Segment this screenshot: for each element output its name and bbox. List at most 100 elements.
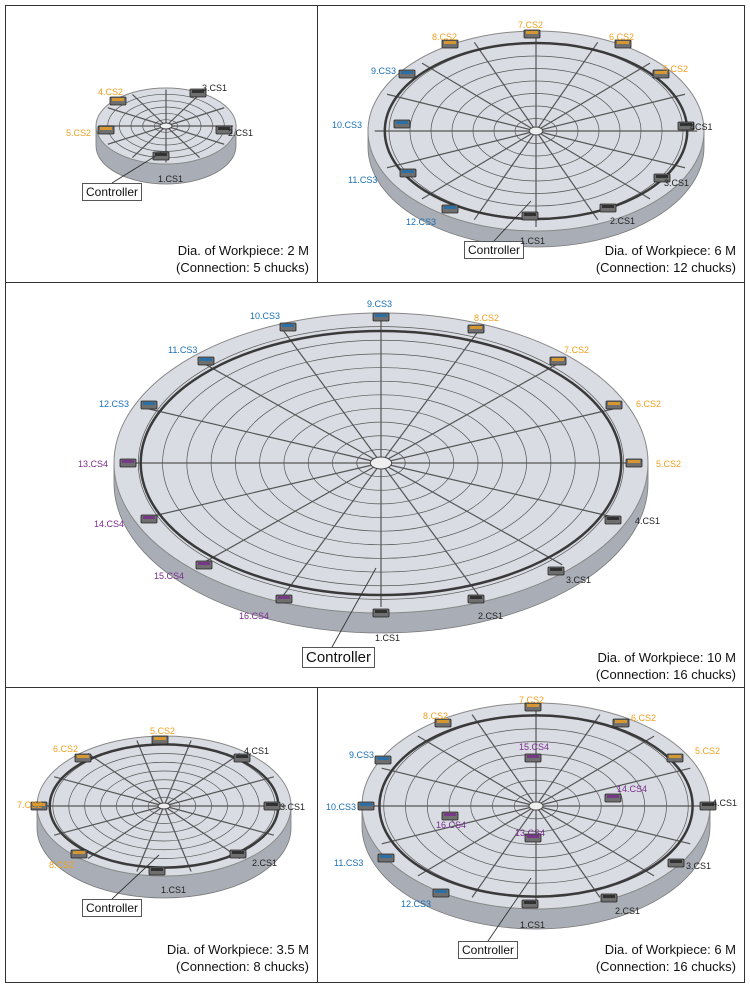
grid-spoke xyxy=(163,752,241,807)
controller-label: Controller xyxy=(458,941,519,959)
controller-label: Controller xyxy=(464,241,525,259)
chuck-indicator xyxy=(282,324,294,327)
chuck-label: 14.CS4 xyxy=(94,519,125,529)
chuck-label: 3.CS1 xyxy=(280,802,306,812)
grid-spoke xyxy=(165,125,225,145)
chuck-label: 4.CS1 xyxy=(244,746,270,756)
chuck-label: 3.CS1 xyxy=(686,861,712,871)
chuck-indicator xyxy=(603,895,615,898)
chuck-label: 5.CS2 xyxy=(663,64,689,74)
chuck-label: 7.CS2 xyxy=(518,20,544,30)
grid-spoke xyxy=(163,805,241,860)
chuck-label: 8.CS2 xyxy=(49,860,75,870)
chuck-indicator xyxy=(73,851,85,854)
chuck-label: 7.CS2 xyxy=(17,800,43,810)
cable-ring xyxy=(139,329,623,597)
hub xyxy=(528,801,544,811)
chuck-label: 7.CS2 xyxy=(519,695,545,705)
grid-spoke xyxy=(471,805,537,898)
panel-6m-12: Controller Dia. of Workpiece: 6 M (Conne… xyxy=(317,5,745,283)
grid-spoke xyxy=(380,462,480,597)
grid-spoke xyxy=(381,805,537,845)
grid-spoke xyxy=(165,125,201,159)
chuck-label: 12.CS3 xyxy=(401,899,432,909)
chuck-label: 1.CS1 xyxy=(520,920,546,930)
chuck-label: 3.CS1 xyxy=(566,575,592,585)
chuck-label: 11.CS3 xyxy=(348,175,378,185)
chuck-indicator xyxy=(607,795,619,798)
chuck-label: 13.CS4 xyxy=(78,459,109,469)
grid-spoke xyxy=(163,805,192,872)
controller-label: Controller xyxy=(82,183,143,201)
grid-spoke xyxy=(471,714,537,807)
grid-spoke xyxy=(136,740,165,807)
plate-svg xyxy=(357,702,717,942)
caption-diameter: Dia. of Workpiece: 3.5 M xyxy=(166,942,309,957)
grid-spoke xyxy=(131,93,167,127)
grid-spoke xyxy=(282,462,382,597)
chuck-indicator xyxy=(470,326,482,329)
chuck-indicator xyxy=(143,516,155,519)
chuck-indicator xyxy=(151,868,163,871)
chuck-label: 12.CS3 xyxy=(99,399,130,409)
hub xyxy=(369,456,393,470)
grid-spoke xyxy=(163,805,275,836)
grid-spoke xyxy=(107,107,167,127)
chuck-label: 3.CS1 xyxy=(664,178,690,188)
caption-diameter: Dia. of Workpiece: 2 M xyxy=(177,243,309,258)
panel-6m-16: Controller Dia. of Workpiece: 6 M (Conne… xyxy=(317,687,745,983)
chuck-indicator xyxy=(444,206,456,209)
grid-spoke xyxy=(535,805,691,845)
chuck-indicator xyxy=(607,517,619,520)
chuck-label: 10.CS3 xyxy=(250,311,281,321)
grid-spoke xyxy=(535,41,599,132)
chuck-indicator xyxy=(232,851,244,854)
chuck-indicator xyxy=(550,568,562,571)
grid-spoke xyxy=(473,41,537,132)
grid-spoke xyxy=(535,62,651,132)
chuck-indicator xyxy=(444,813,456,816)
panel-3-5m: Controller Dia. of Workpiece: 3.5 M (Con… xyxy=(5,687,318,983)
caption: Dia. of Workpiece: 6 M (Connection: 12 c… xyxy=(596,242,736,276)
chuck-indicator xyxy=(524,213,536,216)
chuck-indicator xyxy=(198,562,210,565)
grid-spoke xyxy=(165,107,225,127)
grid-spoke xyxy=(380,462,563,566)
controller-leader xyxy=(331,567,377,648)
caption: Dia. of Workpiece: 2 M (Connection: 5 ch… xyxy=(176,242,309,276)
chuck-indicator xyxy=(375,610,387,613)
chuck-label: 16.CS4 xyxy=(239,611,270,621)
grid-spoke xyxy=(417,735,537,807)
chuck-label: 1.CS1 xyxy=(520,236,546,246)
chuck-indicator xyxy=(112,98,124,101)
caption: Dia. of Workpiece: 3.5 M (Connection: 8 … xyxy=(167,941,309,975)
chuck-label: 4.CS2 xyxy=(98,87,124,97)
grid-spoke xyxy=(163,776,275,807)
controller-label: Controller xyxy=(82,899,143,917)
chuck-label: 14.CS4 xyxy=(617,784,648,794)
panel-2m: Controller Dia. of Workpiece: 2 M (Conne… xyxy=(5,5,318,283)
grid-spoke xyxy=(87,752,165,807)
chuck-label: 16.CS4 xyxy=(436,820,467,830)
chuck-indicator xyxy=(470,596,482,599)
chuck-indicator xyxy=(192,90,204,93)
plate-svg xyxy=(113,312,649,648)
grid-spoke xyxy=(535,714,601,807)
chuck-indicator xyxy=(154,737,166,740)
cable-ring xyxy=(378,714,694,898)
chuck-label: 15.CS4 xyxy=(519,742,550,752)
chuck-indicator xyxy=(437,720,449,723)
chuck-label: 6.CS2 xyxy=(636,399,662,409)
chuck-indicator xyxy=(155,153,167,156)
chuck-indicator xyxy=(669,755,681,758)
grid-spoke xyxy=(165,93,201,127)
chuck-label: 6.CS2 xyxy=(609,32,635,42)
caption-connection: (Connection: 16 chucks) xyxy=(595,959,736,974)
chuck-label: 5.CS2 xyxy=(150,726,176,736)
plate-svg xyxy=(95,87,237,185)
chuck-indicator xyxy=(375,314,387,317)
caption-diameter: Dia. of Workpiece: 6 M xyxy=(604,243,736,258)
chuck-label: 1.CS1 xyxy=(375,633,401,643)
chuck-label: 3.CS1 xyxy=(202,83,228,93)
chuck-indicator xyxy=(617,41,629,44)
